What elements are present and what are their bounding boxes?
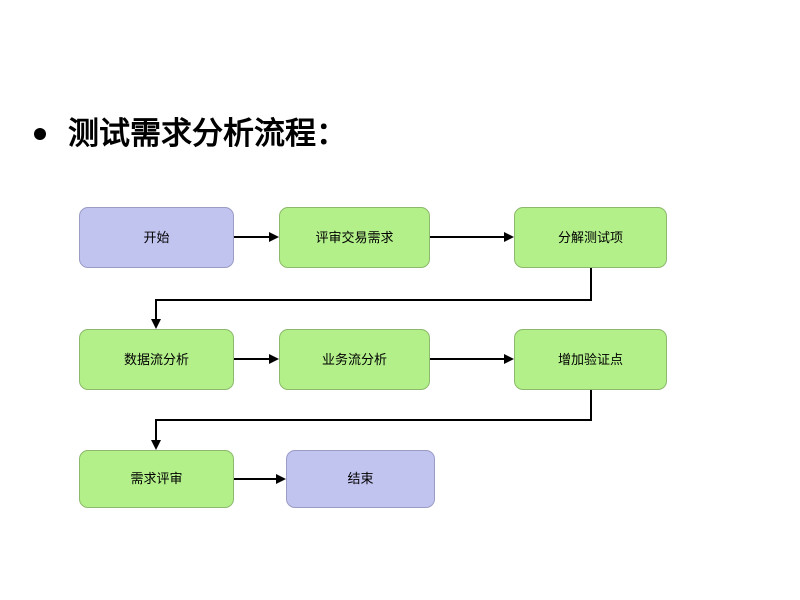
page-title-text: 测试需求分析流程：	[68, 116, 347, 151]
arrowhead-review-decompose	[504, 232, 514, 242]
flow-node-bizflow[interactable]: 业务流分析	[279, 329, 430, 390]
arrowhead-verify-reqreview	[151, 440, 161, 450]
flow-node-label: 开始	[143, 229, 170, 245]
connector-decompose-dataflow-down	[155, 299, 157, 319]
connector-decompose-left	[155, 299, 592, 301]
flow-node-label: 增加验证点	[557, 351, 623, 367]
arrowhead-dataflow-bizflow	[269, 354, 279, 364]
arrowhead-reqreview-end	[276, 474, 286, 484]
flow-node-label: 数据流分析	[123, 351, 189, 367]
arrowhead-start-review	[269, 232, 279, 242]
flow-node-end[interactable]: 结束	[286, 450, 435, 508]
connector-verify-down	[590, 390, 592, 421]
connector-dataflow-bizflow	[234, 358, 269, 360]
connector-verify-reqreview-down	[155, 419, 157, 440]
connector-verify-left	[155, 419, 592, 421]
arrowhead-bizflow-verify	[504, 354, 514, 364]
connector-review-decompose	[430, 236, 504, 238]
flow-node-label: 业务流分析	[321, 351, 387, 367]
flow-node-label: 评审交易需求	[315, 229, 394, 245]
flow-node-reqreview[interactable]: 需求评审	[79, 450, 234, 508]
flow-node-verify[interactable]: 增加验证点	[514, 329, 667, 390]
connector-reqreview-end	[234, 478, 276, 480]
flow-node-label: 结束	[347, 471, 374, 487]
flow-node-decompose[interactable]: 分解测试项	[514, 207, 667, 268]
connector-start-review	[234, 236, 269, 238]
flow-node-start[interactable]: 开始	[79, 207, 234, 268]
flow-node-label: 分解测试项	[557, 229, 623, 245]
flow-node-review[interactable]: 评审交易需求	[279, 207, 430, 268]
page-title: 测试需求分析流程：	[34, 118, 347, 149]
arrowhead-decompose-dataflow	[151, 319, 161, 329]
flow-node-label: 需求评审	[130, 471, 183, 487]
connector-decompose-down	[590, 268, 592, 301]
connector-bizflow-verify	[430, 358, 504, 360]
bullet-icon	[34, 127, 46, 140]
flow-node-dataflow[interactable]: 数据流分析	[79, 329, 234, 390]
